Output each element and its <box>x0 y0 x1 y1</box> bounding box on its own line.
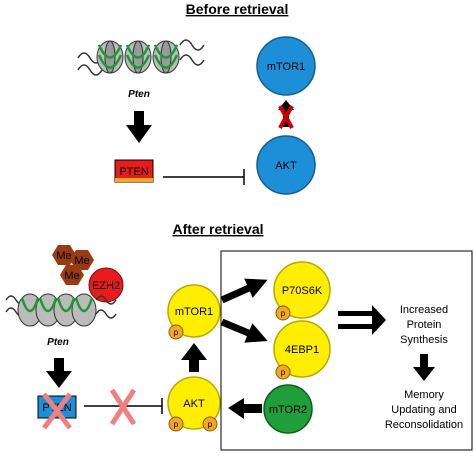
memory-line-3: Reconsolidation <box>385 419 463 431</box>
mtor1-to-p70s6k-arrow <box>220 278 268 304</box>
p70s6k-label: P70S6K <box>282 285 323 297</box>
4ebp1-phospho-label: p <box>281 368 286 377</box>
inhibition-crossed-out-mark <box>109 388 137 426</box>
pten-protein-box-before <box>114 159 154 183</box>
ezh2-node <box>88 267 124 303</box>
4ebp1-label: 4EBP1 <box>285 344 319 356</box>
increased-line-2: Protein <box>407 319 442 331</box>
pten-gene-label-after: Pten <box>47 337 69 348</box>
increased-line-1: Increased <box>400 304 448 316</box>
signaling-panel-frame <box>220 250 473 451</box>
akt-to-mtor1-arrow <box>181 343 207 372</box>
down-arrow-before <box>126 111 152 143</box>
akt-node-after <box>167 376 221 430</box>
p70s6k-phospho-label: p <box>281 309 286 318</box>
condensed-chromatin-after <box>5 293 117 327</box>
inhibition-line-before <box>163 169 245 185</box>
before-retrieval-heading: Before retrieval <box>186 1 289 17</box>
akt-label-before: AKT <box>275 160 297 172</box>
akt-phospho-left <box>168 416 184 432</box>
mtor2-node <box>263 384 313 434</box>
mtor1-label-before: mTOR1 <box>267 61 305 73</box>
mtor2-label: mTOR2 <box>269 404 307 416</box>
double-arrow-to-synthesis <box>338 305 386 335</box>
memory-line-1: Memory <box>404 389 444 401</box>
mtor1-phospho-label: p <box>174 328 179 337</box>
methylation-marks <box>52 245 94 285</box>
down-arrow-after <box>46 358 72 388</box>
me-label-2: Me <box>74 255 89 267</box>
nucleosome-chromatin-before <box>77 39 205 76</box>
akt-phospho-left-label: p <box>174 420 179 429</box>
after-retrieval-heading: After retrieval <box>172 221 263 237</box>
memory-line-2: Updating and <box>391 404 456 416</box>
pten-crossed-out-mark <box>42 392 72 430</box>
akt-label-after: AKT <box>183 398 205 410</box>
akt-phospho-right <box>202 416 218 432</box>
me-label-1: Me <box>56 250 71 262</box>
4ebp1-node <box>273 320 331 378</box>
mtor1-to-4ebp1-arrow <box>220 318 268 343</box>
synthesis-to-memory-arrow <box>413 354 435 381</box>
mtor1-node-after <box>167 284 221 338</box>
p70s6k-phospho <box>275 305 291 321</box>
akt-node-before <box>256 135 316 195</box>
pten-box-label-before: PTEN <box>119 166 148 178</box>
mtor1-node-before <box>256 36 316 96</box>
blocked-activation-arrow <box>278 100 294 129</box>
me-label-3: Me <box>64 270 79 282</box>
p70s6k-node <box>273 261 331 319</box>
mtor1-label-after: mTOR1 <box>175 306 213 318</box>
mtor2-to-akt-arrow <box>228 398 262 419</box>
mtor1-phospho <box>168 324 184 340</box>
pten-gene-label-before: Pten <box>128 89 150 100</box>
akt-phospho-right-label: p <box>208 420 213 429</box>
4ebp1-phospho <box>275 364 291 380</box>
ezh2-label: EZH2 <box>92 280 120 292</box>
increased-line-3: Synthesis <box>400 334 448 346</box>
